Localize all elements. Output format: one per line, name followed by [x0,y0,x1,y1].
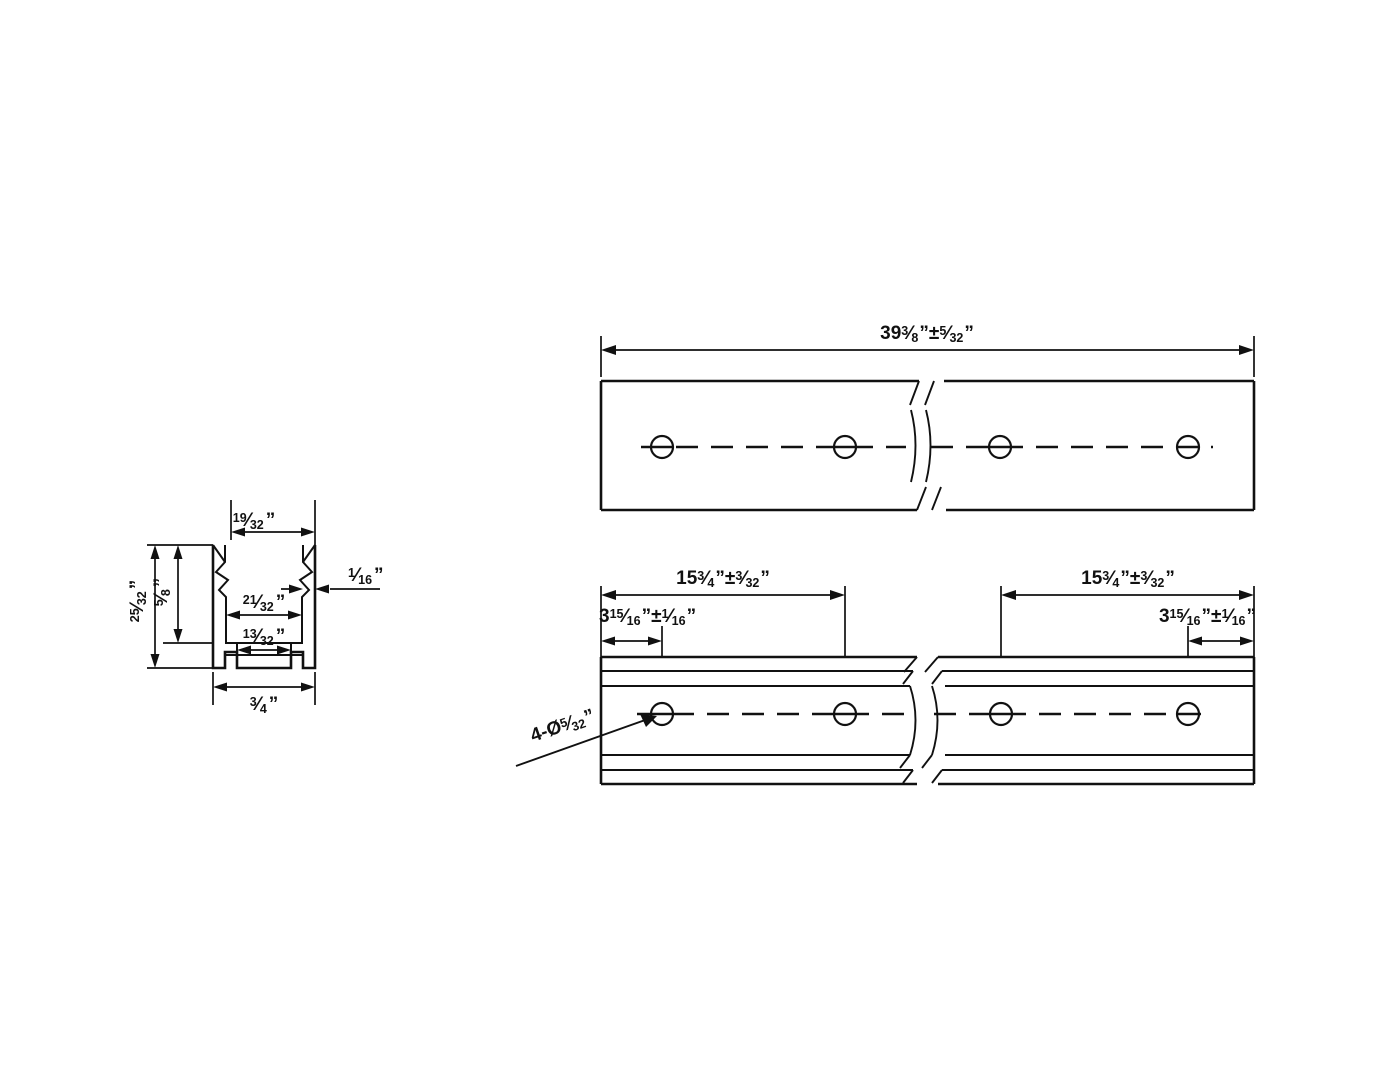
profile-left-inner-wall [214,545,238,652]
dim-right-edge-to-hole: 315⁄16”±1⁄16” [1159,606,1256,657]
dim-text-right-span: 153⁄4”±3⁄32” [1081,568,1175,590]
dim-base-channel-width: 13⁄32” [237,626,291,655]
dim-text-3-4: 3⁄4” [250,694,279,716]
plan-centerline-and-holes [641,434,1213,460]
plan-body-left [599,379,919,512]
dim-left-span: 153⁄4”±3⁄32” [600,568,846,657]
plan-break-symbol [909,380,942,511]
dim-text-left-edge-to-hole: 315⁄16”±1⁄16” [599,606,696,628]
dim-wall-thickness: 1⁄16” [281,565,384,594]
elevation-centerline-and-holes [637,701,1213,727]
dim-right-span: 153⁄4”±3⁄32” [1000,568,1255,657]
dim-text-21-32: 21⁄32” [243,592,286,614]
elevation-break-symbol [899,656,943,784]
dim-left-edge-to-hole: 315⁄16”±1⁄16” [599,606,696,657]
elevation-body-right [938,655,1256,786]
profile-right-top-chamfer [302,544,316,563]
dim-inner-top-opening: 19⁄32” [230,500,316,545]
dim-overall-length: 393⁄8”±5⁄32” [600,323,1255,377]
dim-text-1-16: 1⁄16” [348,565,384,587]
elevation-view: 153⁄4”±3⁄32” 315⁄16”±1⁄16” 153⁄4”±3⁄32” [515,568,1256,786]
hole-callout: 4-Ø5⁄32” [515,705,657,767]
plan-view: 393⁄8”±5⁄32” [599,323,1256,512]
dim-text-left-span: 153⁄4”±3⁄32” [676,568,770,590]
dim-text-19-32: 19⁄32” [233,510,276,532]
dim-text-25-32: 25⁄32” [127,580,149,623]
dim-text-13-32: 13⁄32” [243,626,286,648]
profile-right-inner-wall [290,545,314,652]
dim-inner-height: 5⁄8” [151,545,213,644]
elevation-body-left [599,655,917,786]
dim-overall-height: 25⁄32” [127,544,213,669]
dim-text-overall-length: 393⁄8”±5⁄32” [880,323,974,345]
dim-inner-width: 21⁄32” [226,592,302,620]
dim-text-5-8: 5⁄8” [151,578,173,607]
profile-left-top-chamfer [212,544,226,563]
plan-body-right [944,379,1256,512]
cross-section-profile: 19⁄32” 1⁄16” 25⁄32” [127,500,384,716]
dim-overall-width: 3⁄4” [212,672,316,716]
dim-text-right-edge-to-hole: 315⁄16”±1⁄16” [1159,606,1256,628]
